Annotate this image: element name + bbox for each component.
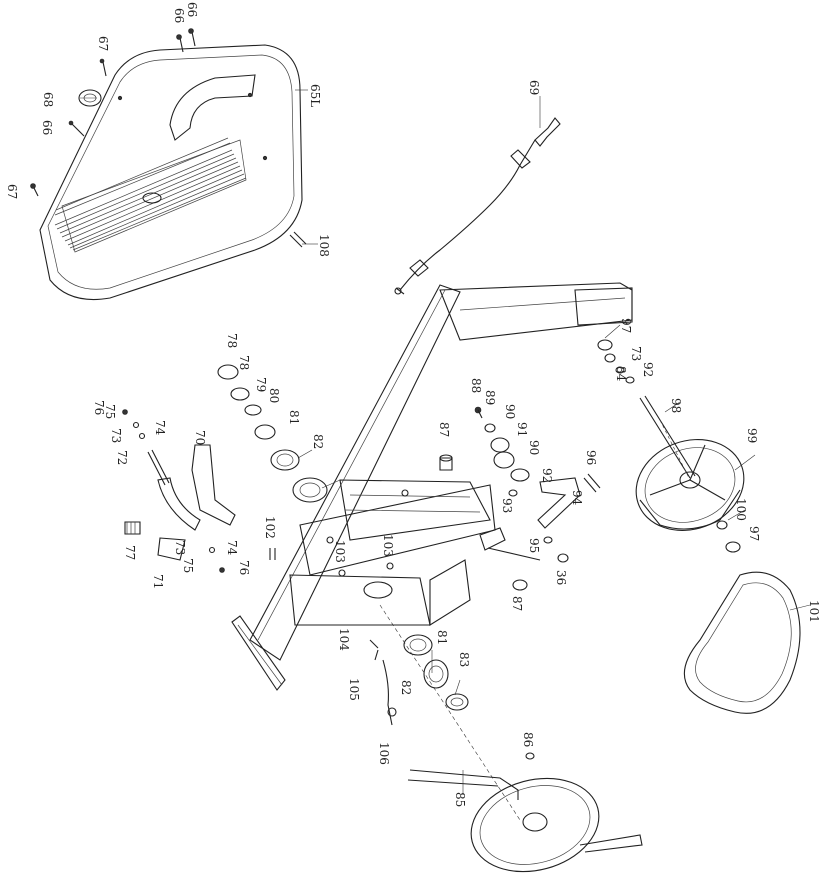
part-label: 87	[510, 596, 524, 611]
crank-hardware-88-96	[439, 406, 601, 591]
part-label: 73	[173, 540, 187, 555]
part-label: 81	[287, 410, 301, 425]
part-label: 95	[527, 538, 541, 553]
part-label: 67	[5, 184, 19, 199]
part-label: 86	[521, 732, 535, 747]
part-label: 90	[503, 404, 517, 419]
part-label: 91	[515, 422, 529, 437]
part-label: 65L	[308, 84, 322, 107]
axle-98	[639, 395, 696, 481]
part-label: 89	[483, 390, 497, 405]
part-label: 103	[381, 534, 395, 557]
part-label: 73	[109, 428, 123, 443]
part-label: 82	[311, 434, 325, 449]
part-label: 70	[193, 430, 207, 445]
part-label: 96	[584, 450, 598, 465]
part-label: 101	[807, 600, 821, 623]
part-label: 74	[225, 540, 239, 556]
bearing-stack-lower	[379, 604, 521, 821]
part-label: 36	[554, 570, 568, 585]
part-label: 73	[629, 346, 643, 361]
part-label: 92	[641, 362, 655, 377]
part-label: 84	[614, 366, 628, 382]
part-label: 74	[153, 420, 167, 436]
part-label: 80	[267, 388, 281, 403]
part-label: 78	[237, 355, 251, 370]
part-label: 66	[40, 120, 54, 135]
part-label: 106	[377, 742, 391, 765]
axle-hardware	[597, 339, 741, 553]
part-label: 102	[263, 516, 277, 539]
part-label: 81	[435, 630, 449, 645]
part-label: 88	[469, 378, 483, 393]
part-label: 99	[745, 428, 759, 443]
crank-pulley-85	[407, 752, 643, 873]
part-label: 93	[500, 498, 514, 513]
part-label: 82	[399, 680, 413, 695]
part-label: 75	[181, 558, 195, 573]
drive-belt-101	[683, 571, 801, 714]
brake-assembly-70-77	[122, 409, 236, 573]
tension-cable-69	[394, 117, 561, 295]
part-label: 108	[317, 234, 331, 257]
part-label: 83	[457, 652, 471, 667]
part-label: 67	[96, 36, 110, 51]
part-label: 72	[115, 450, 129, 465]
part-label: 77	[123, 545, 137, 560]
part-label: 71	[151, 574, 165, 589]
part-labels: 66 66 67 68 66 67 65L 108 69 97 73 92 84…	[5, 2, 821, 807]
cover-fasteners	[30, 28, 307, 248]
part-label: 103	[333, 540, 347, 563]
part-label: 68	[41, 92, 55, 107]
part-label: 66	[172, 8, 186, 23]
sensor-hardware-102-106	[269, 548, 397, 726]
part-label: 79	[254, 377, 268, 392]
part-label: 98	[669, 398, 683, 413]
part-label: 100	[734, 498, 748, 521]
part-label: 78	[225, 333, 239, 348]
part-label: 97	[619, 318, 633, 333]
part-label: 105	[347, 678, 361, 701]
part-label: 69	[527, 80, 541, 95]
main-frame	[231, 282, 633, 691]
part-label: 76	[92, 400, 106, 415]
part-label: 94	[570, 490, 584, 506]
side-cover-65l	[39, 44, 303, 301]
part-label: 90	[527, 440, 541, 455]
part-label: 76	[237, 560, 251, 575]
flywheel-99	[635, 439, 745, 531]
part-label: 87	[437, 422, 451, 437]
part-label: 97	[747, 526, 761, 541]
part-label: 66	[185, 2, 199, 17]
part-label: 85	[453, 792, 467, 807]
bearing-stack-upper	[217, 364, 328, 503]
part-label: 92	[540, 468, 554, 483]
leader-lines	[80, 89, 811, 795]
part-label: 104	[337, 628, 351, 651]
part-label: 75	[103, 404, 117, 419]
